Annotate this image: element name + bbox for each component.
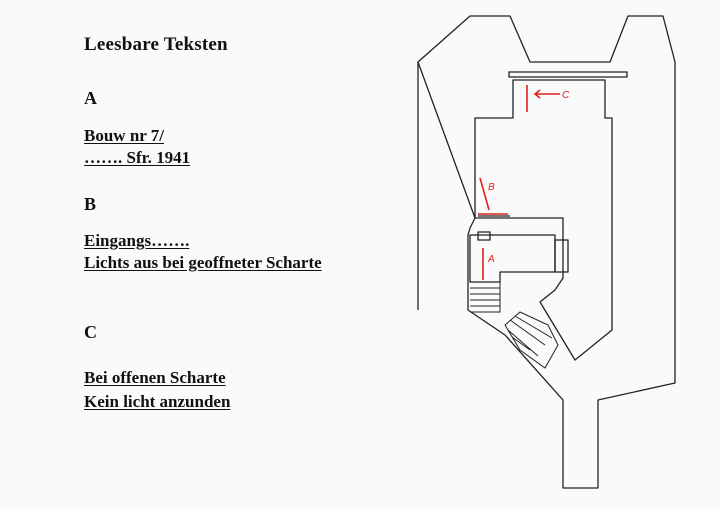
- plan-stairs-left: [470, 281, 501, 313]
- page-title: Leesbare Teksten: [84, 34, 228, 55]
- marker-b-label: B: [488, 182, 495, 193]
- marker-c-label: C: [562, 90, 570, 101]
- section-a-line-1: Bouw nr 7/: [84, 126, 164, 145]
- section-b-letter: B: [84, 194, 97, 214]
- section-c-line-1: Bei offenen Scharte: [84, 368, 226, 387]
- marker-c-arrowhead: [533, 89, 541, 99]
- plan-embrasure-bar: [508, 71, 628, 78]
- plan-stairs-diagonal: [504, 311, 559, 369]
- plan-door-hinge: [477, 231, 491, 241]
- plan-outer-outline: [417, 15, 676, 489]
- section-b-line-2: Lichts aus bei geoffneter Scharte: [84, 253, 322, 272]
- section-a-letter: A: [84, 88, 97, 108]
- plan-inner-box: [554, 239, 569, 273]
- section-a-line-2: ……. Sfr. 1941: [84, 148, 191, 167]
- section-b-line-1: Eingangs…….: [84, 231, 190, 250]
- marker-b-arrow: [479, 177, 490, 211]
- marker-a-label: A: [487, 254, 495, 265]
- section-c-letter: C: [84, 322, 97, 342]
- section-c-line-2: Kein licht anzunden: [84, 392, 231, 411]
